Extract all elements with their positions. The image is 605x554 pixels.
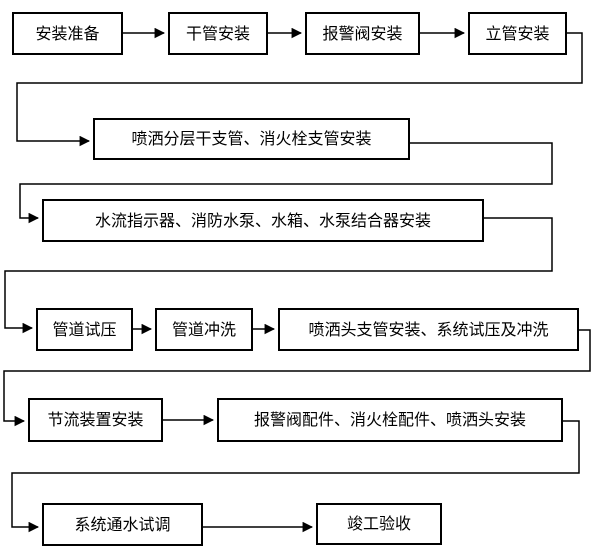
connector-peijian-to-tongshui bbox=[11, 420, 580, 533]
flow-step-sprinkler-branch-test-flush: 喷洒头支管安装、系统试压及冲洗 bbox=[278, 308, 579, 351]
flow-step-indicator-pump-tank-install: 水流指示器、消防水泵、水箱、水泵结合器安装 bbox=[42, 199, 484, 242]
flow-step-pipe-pressure-test: 管道试压 bbox=[36, 308, 133, 351]
flow-step-installation-prep: 安装准备 bbox=[12, 12, 123, 55]
flow-step-completion-acceptance: 竣工验收 bbox=[316, 503, 442, 545]
connector-penshatou-to-jieliu bbox=[3, 329, 591, 427]
connector-shuiliu-to-shiya bbox=[4, 217, 553, 334]
flow-step-system-water-test: 系统通水试调 bbox=[42, 503, 203, 546]
connector-liguan-to-penshafenceng bbox=[16, 32, 583, 147]
flow-step-fittings-sprinkler-head-install: 报警阀配件、消火栓配件、喷洒头安装 bbox=[217, 398, 563, 442]
flow-step-pipe-flush: 管道冲洗 bbox=[155, 308, 253, 351]
connector-penshafenceng-to-shuiliu bbox=[19, 142, 553, 224]
flow-step-alarm-valve-install: 报警阀安装 bbox=[305, 12, 420, 55]
flow-step-main-pipe-install: 干管安装 bbox=[168, 12, 268, 55]
flow-step-branch-pipe-install: 喷洒分层干支管、消火栓支管安装 bbox=[93, 118, 410, 160]
flow-step-riser-pipe-install: 立管安装 bbox=[468, 12, 567, 55]
flow-step-throttle-device-install: 节流装置安装 bbox=[28, 398, 163, 442]
